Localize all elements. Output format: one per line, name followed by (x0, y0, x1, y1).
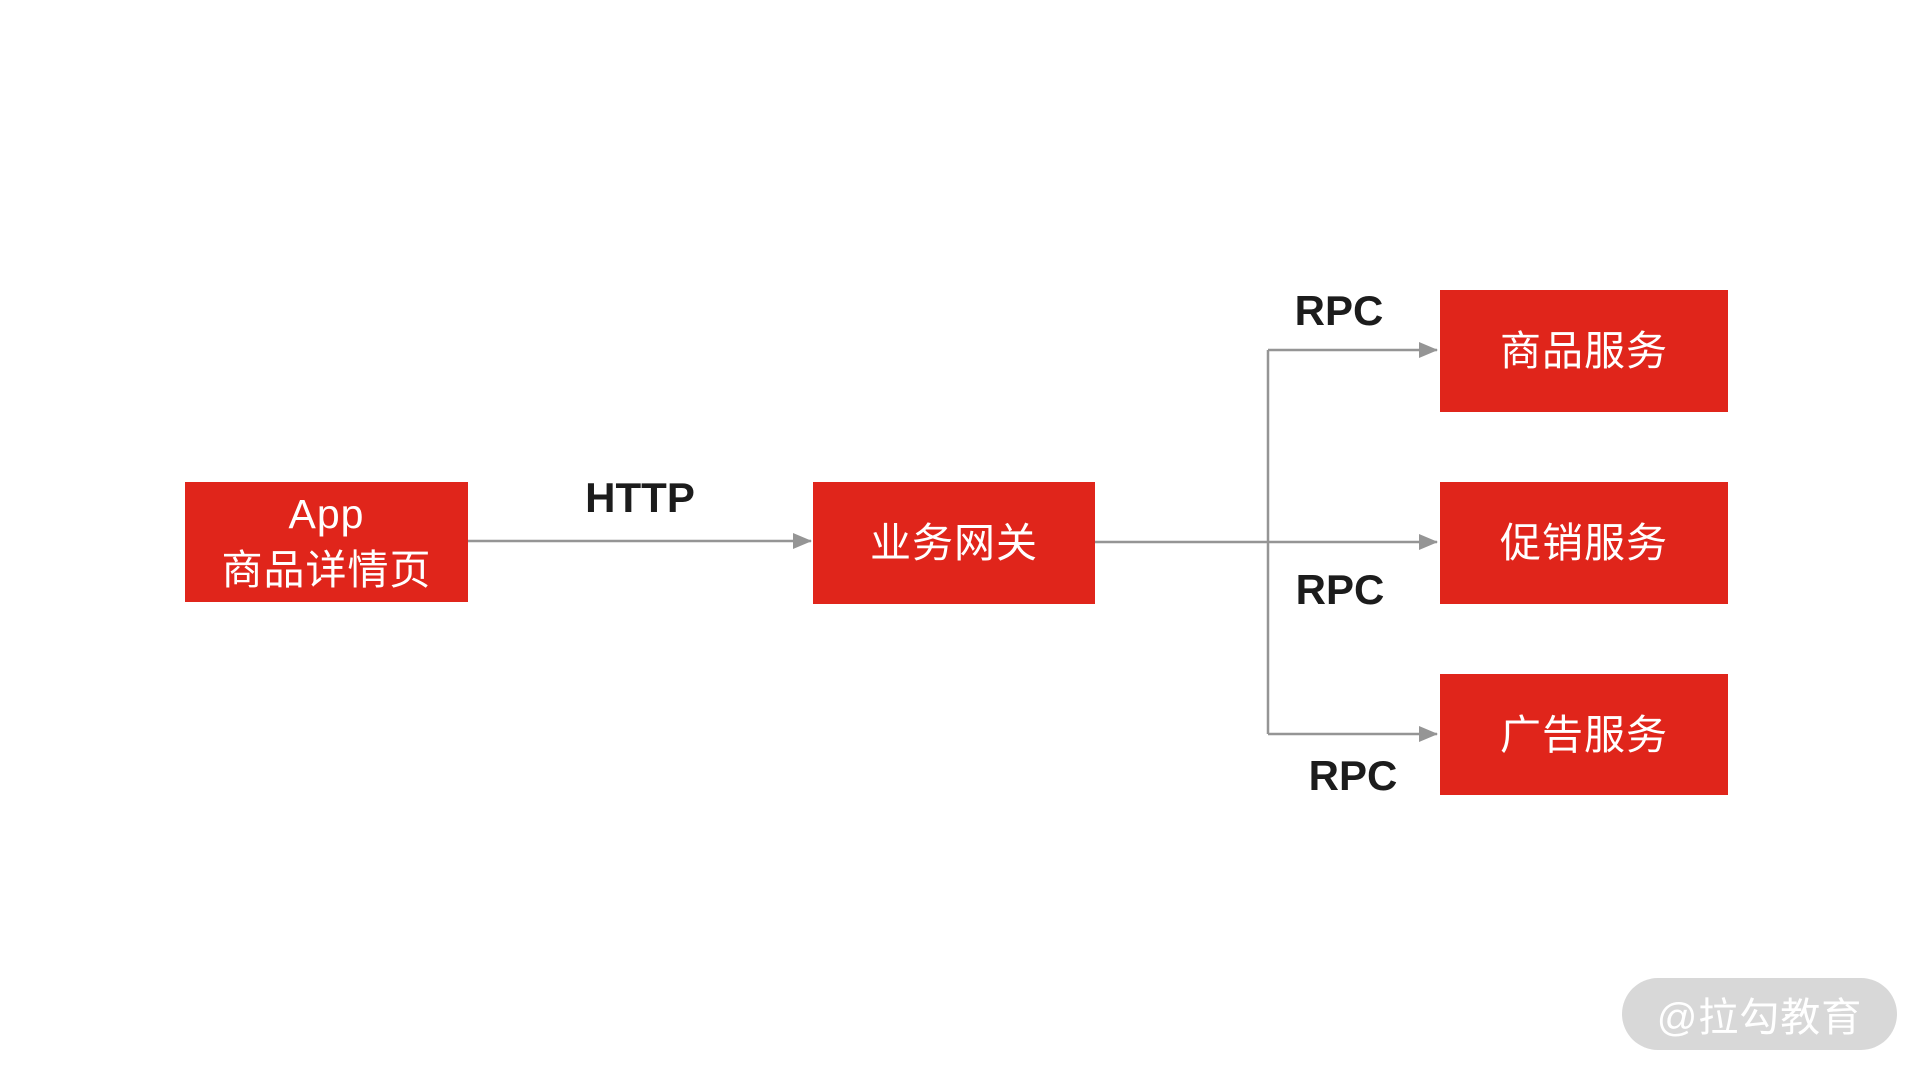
edge-label-http: HTTP (585, 474, 695, 521)
node-promotion-service: 促销服务 (1440, 482, 1728, 604)
watermark-text: @拉勾教育 (1656, 996, 1863, 1040)
edge-label-rpc-middle: RPC (1295, 566, 1385, 613)
edge-label-rpc-bottom: RPC (1308, 752, 1398, 799)
node-business-gateway: 业务网关 (813, 482, 1095, 604)
node-app-label-line1: App (288, 491, 365, 537)
node-app-detail-page: App 商品详情页 (185, 482, 468, 602)
node-promotion-label: 促销服务 (1500, 520, 1668, 566)
node-product-service: 商品服务 (1440, 290, 1728, 412)
node-ad-service: 广告服务 (1440, 674, 1728, 795)
watermark-badge: @拉勾教育 (1622, 978, 1897, 1050)
node-ad-label: 广告服务 (1500, 711, 1668, 758)
node-app-label-line2: 商品详情页 (221, 547, 432, 593)
edge-label-rpc-top: RPC (1294, 287, 1384, 334)
node-product-label: 商品服务 (1500, 328, 1668, 374)
node-gateway-label: 业务网关 (870, 520, 1038, 566)
